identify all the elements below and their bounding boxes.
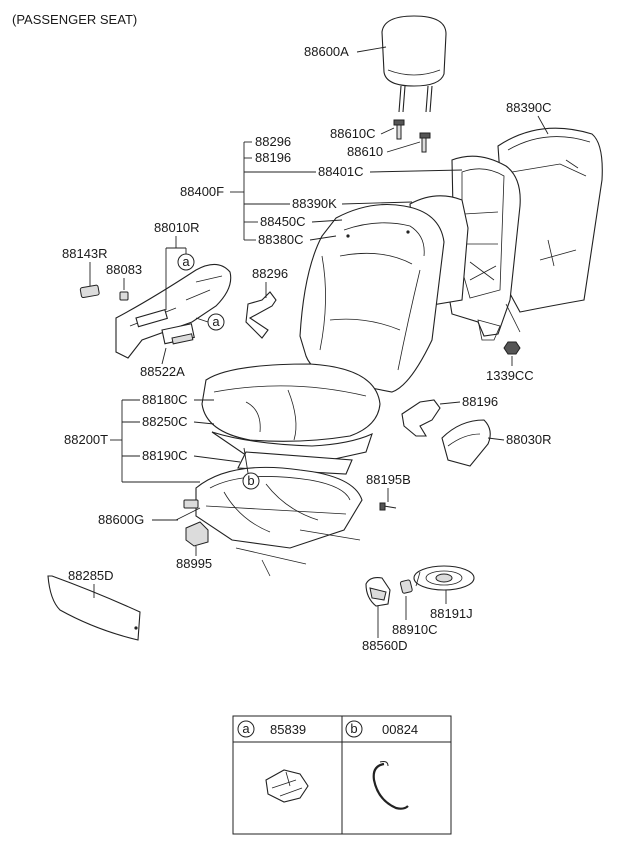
svg-text:a: a bbox=[212, 314, 220, 329]
headrest-guide-88610 bbox=[419, 132, 431, 153]
label-88190C: 88190C bbox=[142, 448, 188, 463]
side-cover-88030R bbox=[441, 419, 491, 467]
diagram-title: (PASSENGER SEAT) bbox=[12, 12, 137, 27]
legend-part-85839: 85839 bbox=[270, 722, 306, 737]
label-88083: 88083 bbox=[106, 262, 142, 277]
callout-a-side: a bbox=[207, 313, 225, 331]
label-88196-right: 88196 bbox=[462, 394, 498, 409]
label-88200T: 88200T bbox=[64, 432, 108, 447]
label-1339CC: 1339CC bbox=[486, 368, 534, 383]
label-88030R: 88030R bbox=[506, 432, 552, 447]
seatback-board-88390C bbox=[497, 127, 603, 313]
label-88196-top: 88196 bbox=[255, 150, 291, 165]
svg-text:a: a bbox=[242, 721, 250, 736]
headrest-88600A bbox=[381, 15, 447, 113]
label-88180C: 88180C bbox=[142, 392, 188, 407]
legend-table bbox=[232, 715, 452, 835]
seatback-cover-88380C bbox=[299, 203, 445, 393]
label-88191J: 88191J bbox=[430, 606, 473, 621]
cushion-frame-88600G bbox=[175, 466, 363, 577]
label-88285D: 88285D bbox=[68, 568, 114, 583]
legend-callout-b: b bbox=[345, 720, 363, 738]
legend-callout-a: a bbox=[237, 720, 255, 738]
seatback-frame-88401C bbox=[447, 155, 521, 341]
nut-1339CC bbox=[503, 341, 521, 355]
power-switch-88522A bbox=[161, 323, 195, 345]
switch-assembly-88191J bbox=[413, 565, 475, 591]
clip-85839-icon bbox=[265, 769, 309, 803]
label-88010R: 88010R bbox=[154, 220, 200, 235]
label-88560D: 88560D bbox=[362, 638, 408, 653]
label-88610: 88610 bbox=[347, 144, 383, 159]
label-88400F: 88400F bbox=[180, 184, 224, 199]
bolt-88195B bbox=[379, 502, 397, 511]
cover-88910C bbox=[399, 579, 413, 594]
bracket-88296 bbox=[245, 291, 277, 339]
label-88910C: 88910C bbox=[392, 622, 438, 637]
headrest-guide-88610C bbox=[393, 119, 405, 140]
svg-text:b: b bbox=[350, 721, 357, 736]
label-88250C: 88250C bbox=[142, 414, 188, 429]
label-88390C: 88390C bbox=[506, 100, 552, 115]
callout-b: b bbox=[242, 472, 260, 490]
label-88401C: 88401C bbox=[318, 164, 364, 179]
side-trim-88285D bbox=[47, 575, 141, 641]
label-88296-top: 88296 bbox=[255, 134, 291, 149]
wire-clip-00824-icon bbox=[372, 761, 409, 810]
side-shield-88010R bbox=[115, 263, 232, 359]
label-88380C: 88380C bbox=[258, 232, 304, 247]
switch-knob-88560D bbox=[365, 577, 391, 607]
label-88296-mid: 88296 bbox=[252, 266, 288, 281]
module-88995 bbox=[185, 521, 209, 547]
legend-part-00824: 00824 bbox=[382, 722, 418, 737]
label-88450C: 88450C bbox=[260, 214, 306, 229]
svg-text:a: a bbox=[182, 254, 190, 269]
seat-cushion-cover-88180C bbox=[201, 363, 381, 442]
label-88995: 88995 bbox=[176, 556, 212, 571]
label-88600A: 88600A bbox=[304, 44, 349, 59]
label-88600G: 88600G bbox=[98, 512, 144, 527]
label-88195B: 88195B bbox=[366, 472, 411, 487]
label-88522A: 88522A bbox=[140, 364, 185, 379]
label-88143R: 88143R bbox=[62, 246, 108, 261]
bracket-88196 bbox=[401, 399, 441, 437]
callout-a-top: a bbox=[177, 253, 195, 271]
label-88390K: 88390K bbox=[292, 196, 337, 211]
switch-knob-88143R bbox=[79, 284, 100, 299]
svg-text:b: b bbox=[247, 473, 254, 488]
knob-88083 bbox=[119, 291, 129, 301]
label-88610C: 88610C bbox=[330, 126, 376, 141]
